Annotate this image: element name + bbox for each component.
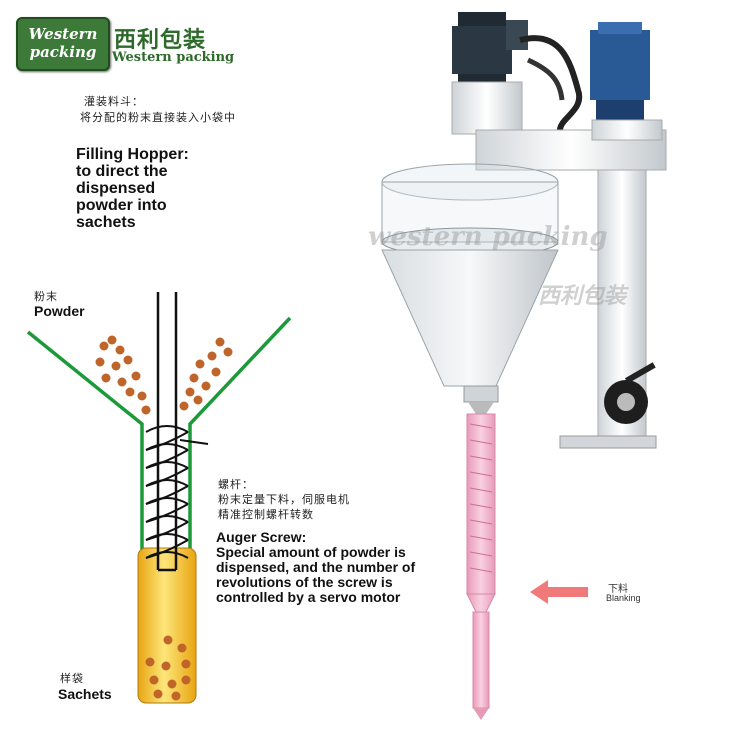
watermark-cn: 西利包装 bbox=[538, 283, 627, 309]
sachets-cn-label: 样袋 bbox=[60, 672, 84, 685]
hopper-top-ring bbox=[381, 163, 559, 201]
logo-text-line2: packing bbox=[29, 43, 97, 61]
hopper-en-line: dispensed bbox=[76, 180, 156, 197]
brand-logo: Western packing bbox=[16, 17, 110, 71]
stirring-motor bbox=[590, 30, 650, 100]
auger-tube bbox=[466, 413, 496, 595]
sachet-bag bbox=[137, 547, 197, 704]
hopper-en-line: Filling Hopper: bbox=[76, 146, 189, 163]
auger-cn-title: 螺杆： bbox=[218, 478, 254, 491]
auger-pointer-line bbox=[179, 439, 209, 445]
hopper-cn-title: 灌装料斗： bbox=[84, 95, 144, 108]
auger-en-line: dispensed, and the number of bbox=[216, 559, 416, 575]
powder-en-label: Powder bbox=[34, 303, 85, 319]
powder-cn-label: 粉末 bbox=[34, 290, 58, 303]
auger-tube-thread bbox=[469, 423, 493, 573]
base-plate bbox=[559, 435, 657, 449]
hopper-en-line: to direct the bbox=[76, 163, 168, 180]
hopper-en-line: powder into bbox=[76, 197, 167, 214]
auger-en-line: controlled by a servo motor bbox=[216, 589, 401, 605]
auger-en-line: Special amount of powder is bbox=[216, 544, 406, 560]
auger-cn-line2: 精准控制螺杆转数 bbox=[218, 508, 314, 521]
servo-motor-housing bbox=[452, 26, 512, 74]
brand-cn-name: 西利包装 bbox=[114, 28, 207, 53]
auger-helix-back bbox=[145, 431, 189, 559]
blanking-en-label: Blanking bbox=[606, 593, 641, 603]
brand-subtitle: Western packing bbox=[112, 50, 235, 65]
hopper-en-line: sachets bbox=[76, 214, 136, 231]
logo-text-line1: Western bbox=[28, 25, 98, 43]
auger-cn-line1: 粉末定量下料，伺服电机 bbox=[218, 493, 350, 506]
auger-en-line: Auger Screw: bbox=[216, 529, 307, 545]
servo-motor-body bbox=[458, 12, 506, 82]
hopper-cone bbox=[381, 249, 559, 387]
auger-en-line: revolutions of the screw is bbox=[216, 574, 393, 590]
crossbar bbox=[475, 129, 667, 171]
hopper-cn-desc: 将分配的粉末直接装入小袋中 bbox=[80, 111, 236, 124]
powder-particles bbox=[95, 335, 233, 415]
hopper-en-desc: Filling Hopper: to direct the dispensed … bbox=[76, 146, 189, 231]
discharge-nozzle bbox=[472, 611, 490, 709]
drive-column bbox=[451, 81, 523, 135]
handwheel bbox=[604, 380, 648, 424]
sachets-en-label: Sachets bbox=[58, 686, 112, 702]
watermark-en: western packing bbox=[368, 222, 608, 252]
auger-en-desc: Auger Screw: Special amount of powder is… bbox=[216, 530, 415, 605]
auger-helix bbox=[145, 425, 189, 559]
hopper-left-wall bbox=[26, 330, 144, 560]
blanking-arrow bbox=[530, 580, 588, 604]
sachet-powder-particles bbox=[145, 635, 191, 701]
hopper-right-wall bbox=[188, 316, 292, 560]
blanking-cn-label: 下料 bbox=[608, 584, 628, 595]
